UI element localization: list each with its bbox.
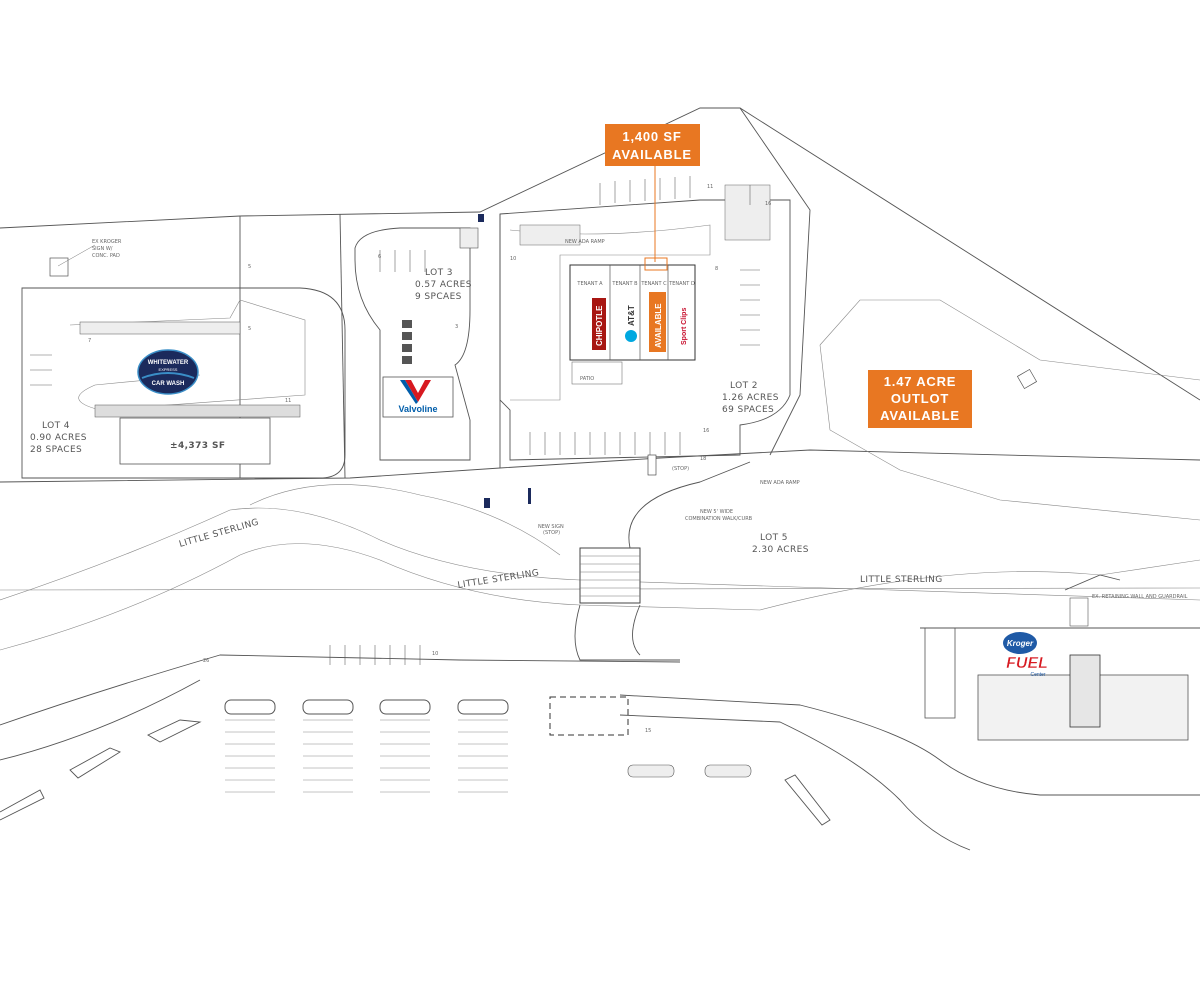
svg-text:Center: Center — [1030, 672, 1045, 678]
svg-text:Kroger: Kroger — [1007, 639, 1034, 648]
svg-text:69 SPACES: 69 SPACES — [722, 405, 774, 415]
bridge — [574, 461, 751, 661]
lot-5-label: LOT 5 2.30 ACRES — [752, 533, 809, 555]
kroger-parking-lot: 26 10 15 — [0, 651, 1200, 851]
svg-text:AVAILABLE: AVAILABLE — [880, 408, 960, 423]
svg-text:CONC. PAD: CONC. PAD — [92, 253, 120, 259]
svg-text:2.30 ACRES: 2.30 ACRES — [752, 545, 809, 555]
parking-stripe-icon — [30, 176, 760, 665]
svg-text:EXPRESS: EXPRESS — [159, 367, 178, 372]
svg-text:TENANT C: TENANT C — [640, 281, 667, 287]
svg-text:NEW ADA RAMP: NEW ADA RAMP — [565, 239, 605, 245]
svg-text:3: 3 — [455, 324, 458, 330]
available-suite: AVAILABLE — [649, 292, 666, 352]
lot-2-area: TENANT A TENANT B TENANT C TENANT D CHIP… — [499, 150, 791, 461]
trash-enclosure — [459, 227, 479, 249]
svg-text:LOT 5: LOT 5 — [760, 533, 788, 543]
svg-text:18: 18 — [700, 456, 706, 462]
sign-pad-icon — [49, 257, 69, 277]
svg-text:8: 8 — [715, 266, 718, 272]
new-sign-note: NEW SIGN — [538, 524, 564, 530]
ex-kroger-sign-note: EX KROGER SIGN W/ CONC. PAD — [49, 239, 122, 277]
svg-text:OUTLOT: OUTLOT — [891, 391, 949, 406]
svg-text:EX KROGER: EX KROGER — [92, 239, 122, 245]
svg-text:5: 5 — [248, 326, 251, 332]
svg-text:11: 11 — [285, 398, 291, 404]
svg-text:(STOP): (STOP) — [543, 530, 560, 536]
svg-text:AVAILABLE: AVAILABLE — [612, 147, 692, 162]
svg-text:0.57 ACRES: 0.57 ACRES — [415, 280, 472, 290]
svg-text:11: 11 — [707, 184, 713, 190]
svg-text:9 SPCAES: 9 SPCAES — [415, 292, 462, 302]
svg-text:16: 16 — [703, 428, 709, 434]
svg-text:CAR WASH: CAR WASH — [152, 381, 185, 387]
svg-text:FUEL: FUEL — [1006, 655, 1048, 672]
svg-text:0.90 ACRES: 0.90 ACRES — [30, 433, 87, 443]
whitewater-car-wash-logo: WHITEWATER EXPRESS CAR WASH — [137, 349, 199, 395]
stop-sign-icon — [478, 214, 657, 508]
svg-text:28 SPACES: 28 SPACES — [30, 445, 82, 455]
valvoline-logo: Valvoline — [382, 376, 454, 418]
outlot-sign-icon — [1016, 368, 1038, 390]
svg-text:LITTLE STERLING: LITTLE STERLING — [457, 568, 540, 591]
suite-available-callout: 1,400 SF AVAILABLE — [605, 124, 700, 166]
att-sign: AT&T — [625, 305, 637, 342]
svg-text:TENANT B: TENANT B — [611, 281, 638, 287]
lot-4-area: ±4,373 SF LOT 4 0.90 ACRES 28 SPACES EX … — [21, 239, 346, 479]
svg-text:WHITEWATER: WHITEWATER — [148, 360, 189, 366]
svg-text:Valvoline: Valvoline — [398, 404, 437, 414]
svg-text:TENANT D: TENANT D — [668, 281, 695, 287]
svg-text:CHIPOTLE: CHIPOTLE — [595, 305, 604, 346]
patio — [571, 361, 623, 385]
svg-text:10: 10 — [510, 256, 516, 262]
svg-text:LITTLE STERLING: LITTLE STERLING — [178, 518, 260, 550]
kroger-fuel-center: EX. RETAINING WALL AND GUARDRAIL Kroger … — [920, 574, 1200, 741]
lot-3-area: LOT 3 0.57 ACRES 9 SPCAES Valvoline 6 3 — [354, 227, 479, 461]
svg-text:5: 5 — [248, 264, 251, 270]
svg-text:AVAILABLE: AVAILABLE — [654, 303, 663, 348]
svg-text:10: 10 — [432, 651, 438, 657]
svg-text:7: 7 — [88, 338, 91, 344]
building-area-label: ±4,373 SF — [170, 441, 225, 451]
svg-text:SIGN W/: SIGN W/ — [92, 246, 113, 252]
svg-text:EX. RETAINING WALL AND GUARDRA: EX. RETAINING WALL AND GUARDRAIL — [1092, 594, 1188, 600]
lot-4-label: LOT 4 0.90 ACRES 28 SPACES — [30, 421, 87, 455]
svg-text:COMBINATION WALK/CURB: COMBINATION WALK/CURB — [685, 516, 753, 522]
lot-3-label: LOT 3 0.57 ACRES 9 SPCAES — [415, 268, 472, 302]
svg-text:LOT 3: LOT 3 — [425, 268, 453, 278]
svg-text:15: 15 — [645, 728, 651, 734]
svg-text:TENANT A: TENANT A — [576, 281, 603, 287]
sport-clips-sign: Sport Clips — [681, 308, 688, 345]
chipotle-sign: CHIPOTLE — [592, 298, 606, 350]
retail-building: TENANT A TENANT B TENANT C TENANT D CHIP… — [569, 264, 696, 361]
svg-text:16: 16 — [765, 201, 771, 207]
outlot-available-callout: 1.47 ACRE OUTLOT AVAILABLE — [868, 370, 972, 428]
svg-text:1,400 SF: 1,400 SF — [622, 129, 681, 144]
kroger-fuel-logo: Kroger FUEL Center — [1003, 632, 1048, 678]
svg-text:(STOP): (STOP) — [672, 466, 689, 472]
svg-text:1.26 ACRES: 1.26 ACRES — [722, 393, 779, 403]
lot-2-label: LOT 2 1.26 ACRES 69 SPACES — [722, 381, 779, 415]
svg-text:Sport Clips: Sport Clips — [681, 308, 688, 345]
svg-text:LOT 2: LOT 2 — [730, 381, 758, 391]
svg-text:AT&T: AT&T — [627, 305, 636, 326]
patio-label: PATIO — [580, 376, 594, 382]
svg-text:LITTLE STERLING: LITTLE STERLING — [860, 575, 943, 585]
svg-text:6: 6 — [378, 254, 381, 260]
lot-3-parking-stalls — [402, 320, 412, 364]
svg-text:1.47 ACRE: 1.47 ACRE — [884, 374, 956, 389]
new-walk-note: NEW 5' WIDE — [700, 509, 733, 515]
svg-text:NEW ADA RAMP: NEW ADA RAMP — [760, 480, 800, 486]
svg-text:26: 26 — [203, 658, 209, 664]
svg-text:LOT 4: LOT 4 — [42, 421, 70, 431]
